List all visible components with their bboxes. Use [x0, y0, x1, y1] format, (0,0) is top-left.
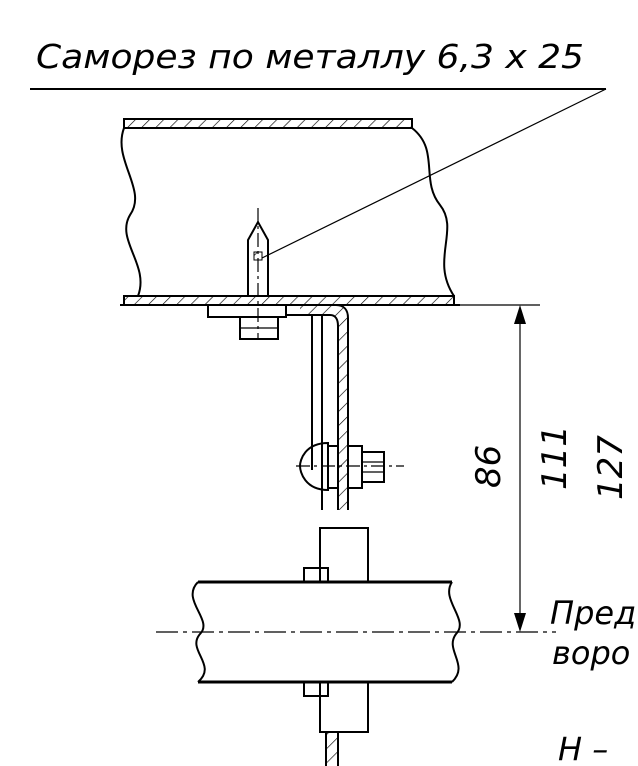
pipe-clamp-lower	[303, 681, 369, 766]
callout-label: Саморез по металлу 6,3 x 25	[36, 37, 584, 76]
dimension-label-127: 127	[591, 435, 631, 500]
lower-pipe	[156, 580, 556, 684]
partial-note-1: Пред	[550, 594, 636, 632]
dimension-label-86: 86	[469, 445, 509, 488]
screw-head	[207, 304, 287, 340]
callout-leader-line	[261, 88, 607, 259]
upper-duct	[120, 118, 460, 306]
dimension-label-111: 111	[535, 425, 575, 490]
self-tapping-screw	[247, 208, 269, 340]
bent-bracket	[286, 304, 349, 510]
dimension-lines	[460, 304, 540, 632]
bolt-and-nut	[296, 441, 404, 492]
partial-note-2: воро	[552, 634, 630, 672]
partial-note-3: H –	[558, 730, 608, 766]
pipe-clamp-upper	[303, 527, 369, 583]
